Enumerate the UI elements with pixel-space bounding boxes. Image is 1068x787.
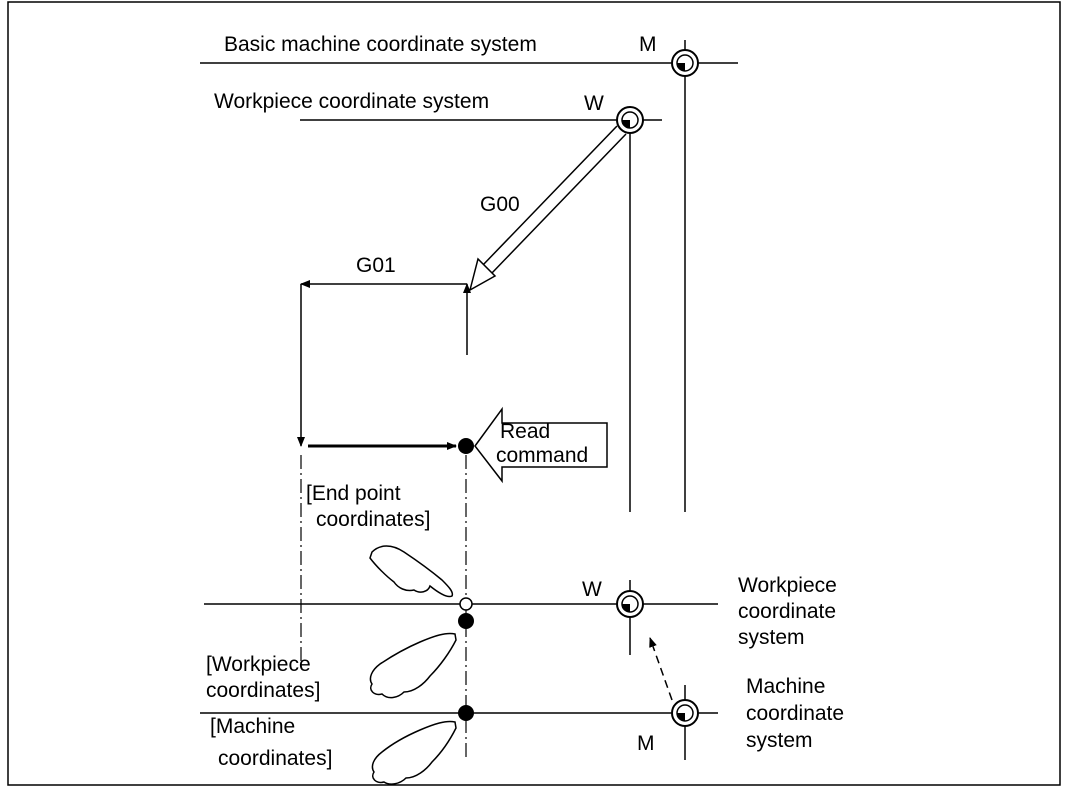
g01-label: G01 <box>356 254 396 277</box>
machine-coordinates-point <box>458 705 474 721</box>
workpiece-cs-top-label: Workpiece coordinate system <box>214 90 489 113</box>
pointing-hand-icon <box>369 545 454 598</box>
read-command-label-line2: command <box>496 444 588 467</box>
g00-label: G00 <box>480 193 520 216</box>
offset-dashed-arrow <box>649 637 673 701</box>
workpiece-cs-right-line3: system <box>738 626 805 649</box>
read-command-point <box>458 438 474 454</box>
workpiece-coords-label-line2: coordinates] <box>206 679 320 702</box>
g01-path <box>297 280 471 450</box>
machine-cs-right-line1: Machine <box>746 675 825 698</box>
machine-cs-right-line3: system <box>746 729 813 752</box>
pointing-hand-icon <box>369 632 457 699</box>
workpiece-coordinate-system-top: Workpiece coordinate system W <box>214 90 662 512</box>
basic-machine-coordinate-system: Basic machine coordinate system M <box>200 33 738 512</box>
machine-coords-label-line2: coordinates] <box>218 747 332 770</box>
g00-rapid-arrow <box>468 125 627 292</box>
end-point-label-line1: [End point <box>306 482 401 505</box>
workpiece-origin-icon <box>616 590 644 618</box>
read-command-arrow: Read command <box>474 406 608 484</box>
machine-cs-right-line2: coordinate <box>746 702 844 725</box>
end-point-label-line2: coordinates] <box>316 508 430 531</box>
workpiece-w-bottom-label: W <box>582 578 602 601</box>
machine-m-bottom-label: M <box>637 732 655 755</box>
pointing-hand-icon <box>371 720 457 785</box>
machine-origin-icon <box>671 49 699 77</box>
machine-origin-icon <box>671 699 699 727</box>
machine-coords-label-line1: [Machine <box>210 715 295 738</box>
workpiece-cs-right-line1: Workpiece <box>738 574 837 597</box>
read-command-label-line1: Read <box>500 420 550 443</box>
workpiece-cs-right-line2: coordinate <box>738 600 836 623</box>
workpiece-w-top-label: W <box>584 92 604 115</box>
workpiece-coords-label-line1: [Workpiece <box>206 653 311 676</box>
workpiece-origin-icon <box>616 106 644 134</box>
basic-machine-m-label: M <box>639 33 657 56</box>
basic-machine-cs-label: Basic machine coordinate system <box>224 33 537 56</box>
workpiece-coordinates-point <box>458 613 474 629</box>
diagram-frame <box>7 1 1061 786</box>
workpiece-open-point <box>459 597 473 611</box>
